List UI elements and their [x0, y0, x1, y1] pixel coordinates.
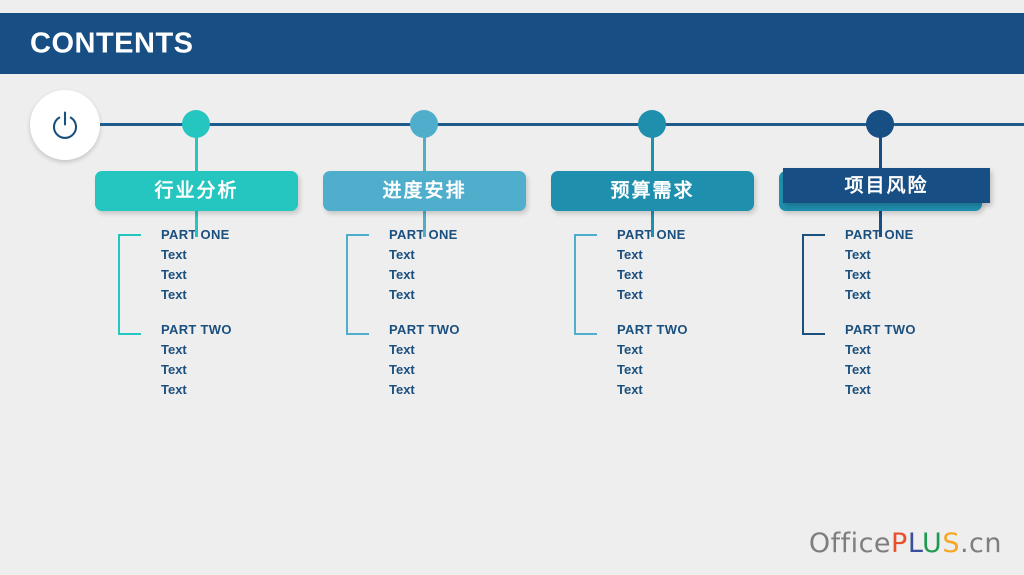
part-item: Text: [161, 287, 187, 302]
part-group-4-one: PART ONE Text Text Text: [845, 228, 914, 308]
part-item: Text: [389, 362, 415, 377]
officeplus-logo: OfficePLUS.cn: [809, 530, 1002, 557]
part-item: Text: [845, 267, 871, 282]
part-item: Text: [617, 342, 643, 357]
logo-p-text: P: [891, 528, 908, 559]
bracket-branch-4-part-one: [802, 234, 825, 236]
part-item: Text: [389, 382, 415, 397]
bracket-branch-3-part-two: [574, 333, 597, 335]
title-box-1[interactable]: 行业分析: [95, 171, 298, 211]
part-item: Text: [161, 267, 187, 282]
part-item: Text: [161, 362, 187, 377]
part-item: Text: [617, 267, 643, 282]
logo-office-text: Office: [808, 528, 892, 559]
part-item: Text: [617, 287, 643, 302]
bracket-vertical-1: [118, 234, 120, 335]
part-heading: PART TWO: [161, 322, 232, 337]
part-group-4-two: PART TWO Text Text Text: [845, 323, 916, 403]
box-stem-2: [423, 211, 426, 237]
part-heading: PART TWO: [845, 322, 916, 337]
bracket-vertical-2: [346, 234, 348, 335]
part-item: Text: [845, 287, 871, 302]
part-heading: PART TWO: [617, 322, 688, 337]
part-group-1-two: PART TWO Text Text Text: [161, 323, 232, 403]
part-item: Text: [845, 382, 871, 397]
bracket-branch-2-part-two: [346, 333, 369, 335]
bracket-branch-2-part-one: [346, 234, 369, 236]
title-box-label-3: 预算需求: [610, 180, 695, 202]
part-group-3-two: PART TWO Text Text Text: [617, 323, 688, 403]
bracket-vertical-4: [802, 234, 804, 335]
part-item: Text: [617, 382, 643, 397]
title-box-3[interactable]: 预算需求: [551, 171, 754, 211]
title-box-label-4: 项目风险: [844, 175, 929, 196]
bracket-branch-1-part-one: [118, 234, 141, 236]
part-item: Text: [161, 382, 187, 397]
part-item: Text: [845, 247, 871, 262]
node-stem-2: [423, 134, 426, 171]
part-item: Text: [617, 362, 643, 377]
part-item: Text: [389, 287, 415, 302]
timeline-axis: [100, 123, 1024, 126]
part-item: Text: [617, 247, 643, 262]
part-group-2-two: PART TWO Text Text Text: [389, 323, 460, 403]
part-item: Text: [389, 342, 415, 357]
title-box-label-2: 进度安排: [382, 180, 467, 202]
part-item: Text: [389, 247, 415, 262]
power-icon: [52, 111, 78, 139]
box-stem-3: [651, 211, 654, 237]
part-item: Text: [161, 247, 187, 262]
part-heading: PART TWO: [389, 322, 460, 337]
part-group-3-one: PART ONE Text Text Text: [617, 228, 686, 308]
part-item: Text: [845, 342, 871, 357]
box-stem-4: [879, 205, 882, 237]
part-item: Text: [389, 267, 415, 282]
box-stem-1: [195, 211, 198, 237]
part-group-2-one: PART ONE Text Text Text: [389, 228, 458, 308]
title-box-2[interactable]: 进度安排: [323, 171, 526, 211]
title-box-4-plate[interactable]: 项目风险: [783, 168, 990, 203]
node-stem-4: [879, 134, 882, 171]
title-box-label-1: 行业分析: [154, 180, 239, 202]
part-item: Text: [845, 362, 871, 377]
power-button[interactable]: [30, 90, 100, 160]
part-group-1-one: PART ONE Text Text Text: [161, 228, 230, 308]
bracket-vertical-3: [574, 234, 576, 335]
timeline-node-3[interactable]: [638, 110, 666, 138]
logo-s-text: S: [942, 528, 960, 559]
header-bar: CONTENTS: [0, 13, 1024, 74]
part-item: Text: [161, 342, 187, 357]
timeline-node-1[interactable]: [182, 110, 210, 138]
page-title: CONTENTS: [30, 27, 194, 59]
bracket-branch-4-part-two: [802, 333, 825, 335]
node-stem-3: [651, 134, 654, 171]
timeline-node-2[interactable]: [410, 110, 438, 138]
timeline-node-4[interactable]: [866, 110, 894, 138]
node-stem-1: [195, 134, 198, 171]
logo-cn-text: .cn: [959, 528, 1002, 559]
bracket-branch-1-part-two: [118, 333, 141, 335]
bracket-branch-3-part-one: [574, 234, 597, 236]
logo-l-text: L: [907, 528, 923, 559]
logo-u-text: U: [922, 528, 943, 559]
